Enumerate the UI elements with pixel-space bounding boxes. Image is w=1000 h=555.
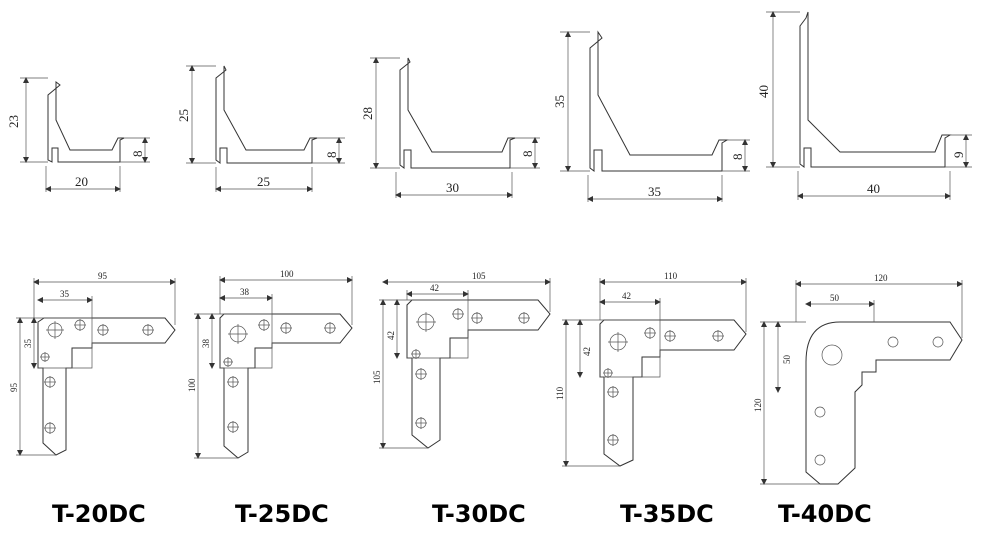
profile-width-label: 35 [648,184,661,199]
corner-t40dc: 120 50 50 120 [753,273,963,485]
profile-height-label: 35 [552,95,567,108]
profile-t20dc: 23 8 20 [6,77,150,192]
length-label: 100 [280,269,294,279]
hole [814,336,944,466]
profile-height-label: 23 [6,115,21,128]
inner-side-label: 42 [582,347,592,356]
side-label: 110 [555,386,565,400]
profile-width-label: 40 [867,181,880,196]
inner-side-label: 38 [201,339,211,349]
profile-t30dc: 28 8 30 [360,57,540,198]
profile-lip-label: 8 [730,154,745,161]
hole [411,308,530,429]
corner-t25dc: 100 38 38 100 [187,269,353,459]
model-label-t25dc: T-25DC [235,500,329,528]
length-label: 120 [874,273,888,283]
side-label: 100 [187,378,197,392]
side-label: 105 [372,370,382,384]
inner-length-label: 42 [430,283,439,293]
hole [40,319,154,434]
profile-t40dc: 40 9 40 [756,11,972,200]
length-label: 95 [98,271,108,281]
hole [223,319,336,433]
corner-t35dc: 110 42 42 110 [555,271,747,467]
side-label: 120 [753,398,763,412]
profile-lip-label: 9 [951,152,966,159]
inner-side-label: 50 [782,355,792,365]
length-label: 110 [664,271,678,281]
inner-side-label: 35 [23,339,33,349]
length-label: 105 [472,271,486,281]
profile-lip-label: 8 [520,151,535,158]
model-label-t35dc: T-35DC [620,500,714,528]
corner-t20dc: 95 35 35 95 [9,271,176,456]
inner-length-label: 50 [830,293,840,303]
corner-t30dc: 105 42 42 105 [372,271,551,449]
profile-t25dc: 25 8 25 [176,65,345,192]
profile-t35dc: 35 8 35 [552,30,750,202]
profile-height-label: 40 [756,85,771,98]
side-label: 95 [9,383,19,393]
profile-height-label: 28 [360,107,375,120]
hole [603,327,724,446]
inner-length-label: 35 [60,289,70,299]
profile-lip-label: 8 [324,152,339,159]
profile-lip-label: 8 [130,151,145,158]
inner-side-label: 42 [386,331,396,340]
model-label-t20dc: T-20DC [52,500,146,528]
profile-width-label: 20 [75,174,88,189]
model-label-t40dc: T-40DC [778,500,872,528]
inner-length-label: 38 [240,287,250,297]
profile-width-label: 25 [257,174,270,189]
profile-width-label: 30 [446,180,459,195]
model-label-t30dc: T-30DC [432,500,526,528]
inner-length-label: 42 [622,291,631,301]
profile-height-label: 25 [176,109,191,122]
